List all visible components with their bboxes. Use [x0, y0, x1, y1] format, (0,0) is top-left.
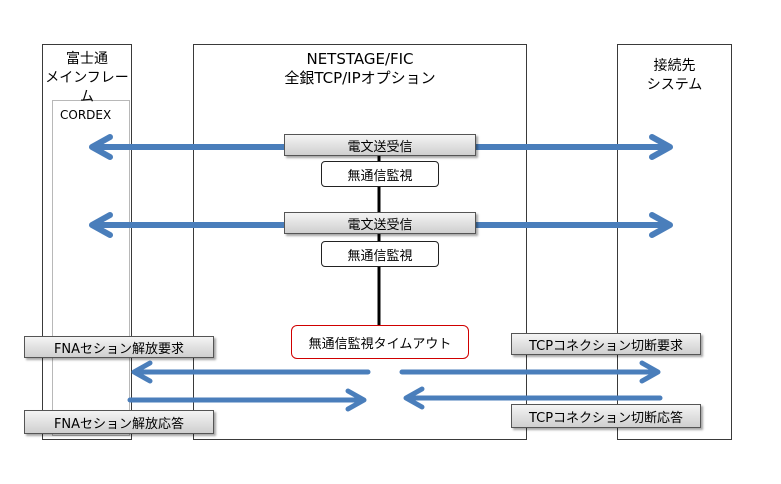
tcp-disconnect-response-arrow — [403, 386, 663, 410]
netstage-title-line2: 全銀TCP/IPオプション — [284, 69, 436, 87]
no-comm-monitor-label-2: 無通信監視 — [321, 241, 439, 267]
remote-title-line2: システム — [646, 77, 703, 93]
fna-release-request-arrow — [131, 360, 371, 384]
remote-system-box — [617, 44, 732, 440]
tcp-disconnect-request-label: TCPコネクション切断要求 — [511, 333, 701, 355]
no-comm-timeout-label: 無通信監視タイムアウト — [291, 325, 469, 359]
send-receive-label-2: 電文送受信 — [284, 212, 476, 234]
fna-release-response-arrow — [127, 388, 367, 412]
mainframe-title-line2: メインフレーム — [45, 70, 129, 105]
cordex-label: CORDEX — [60, 108, 112, 122]
fna-release-response-label: FNAセション解放応答 — [24, 410, 214, 434]
mainframe-box — [42, 44, 132, 440]
fna-release-request-label: FNAセション解放要求 — [24, 336, 214, 358]
remote-title-line1: 接続先 — [653, 58, 696, 74]
tcp-disconnect-request-arrow — [399, 360, 661, 384]
mainframe-title: 富士通 メインフレーム — [42, 50, 132, 107]
remote-title: 接続先 システム — [617, 57, 732, 95]
mainframe-title-line1: 富士通 — [66, 51, 108, 67]
cordex-box — [52, 100, 130, 436]
no-comm-monitor-label-1: 無通信監視 — [321, 161, 439, 187]
netstage-title: NETSTAGE/FIC 全銀TCP/IPオプション — [193, 50, 527, 88]
send-receive-label-1: 電文送受信 — [284, 134, 476, 156]
tcp-disconnect-response-label: TCPコネクション切断応答 — [511, 404, 701, 428]
netstage-title-line1: NETSTAGE/FIC — [306, 50, 414, 68]
netstage-box — [193, 44, 527, 440]
